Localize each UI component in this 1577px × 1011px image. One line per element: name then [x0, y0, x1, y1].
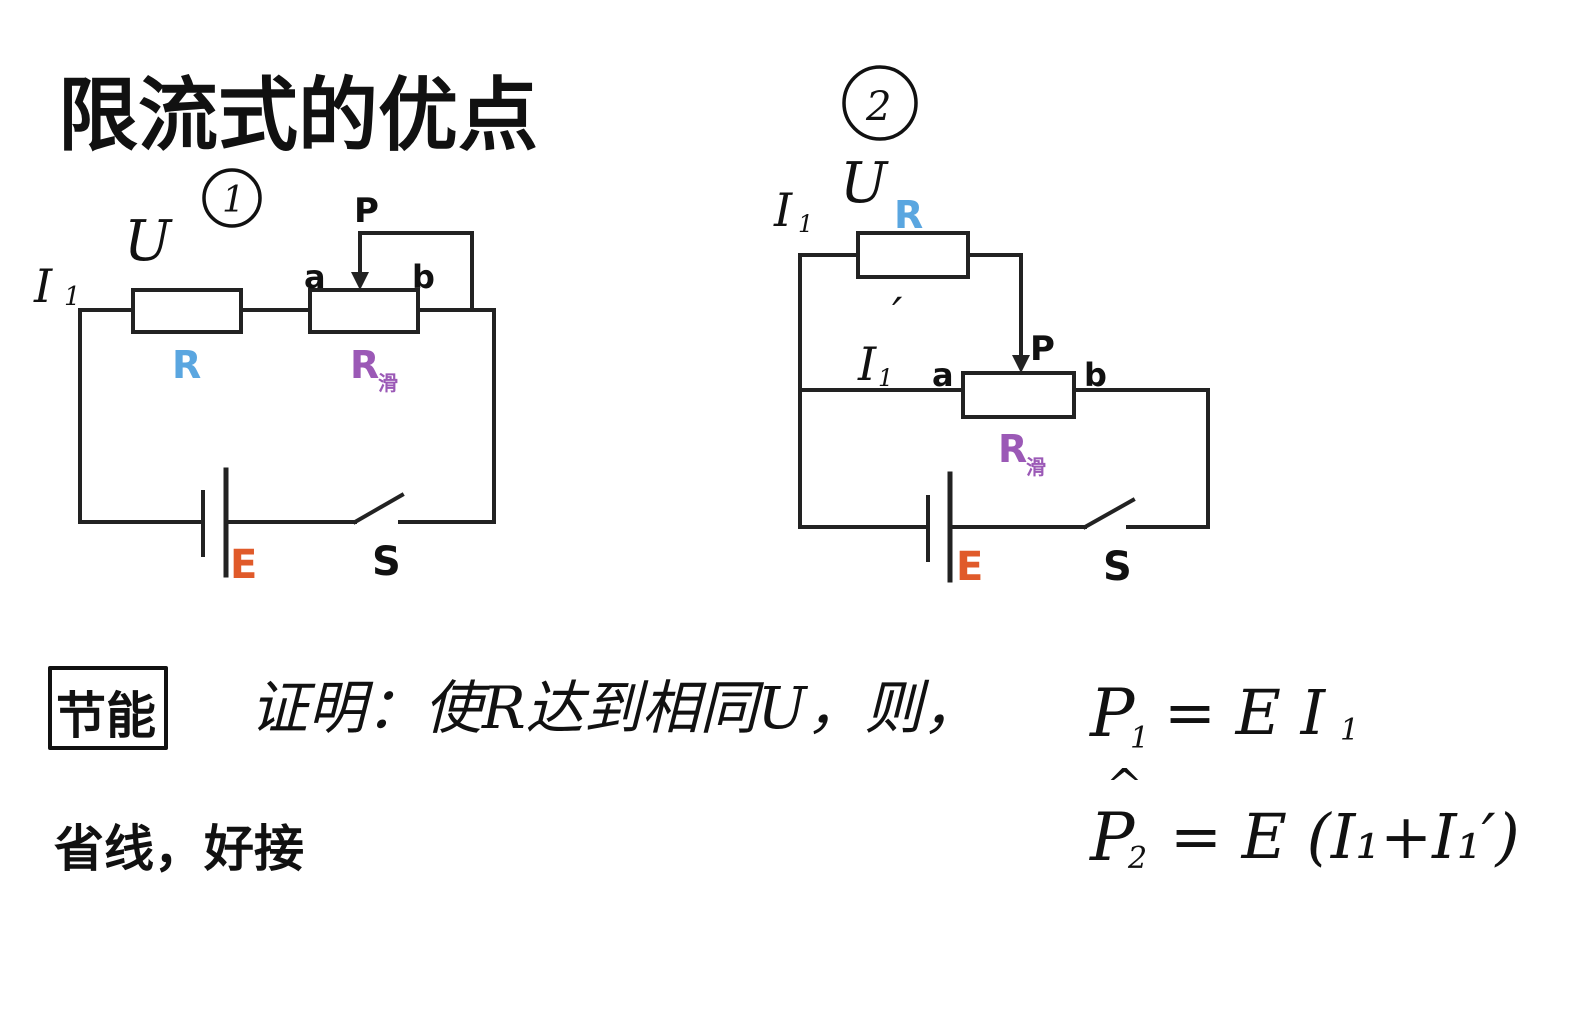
p2-equation-rhs: = E (I₁+I₁′) — [1170, 800, 1520, 873]
circuit-2: R R 滑 E S P a b I 1 U 2 I 1 ′ — [773, 65, 1210, 590]
circuit2-resistor — [856, 231, 970, 279]
p2-hat-mark: ^ — [1106, 760, 1143, 811]
circuit1-emf-label: E — [230, 542, 257, 588]
circuit1-resistor-label: R — [172, 343, 201, 387]
circuit2-marker-circle — [842, 65, 918, 141]
circuit2-switch-label: S — [1103, 544, 1132, 590]
circuit2-end-b: b — [1084, 356, 1107, 394]
p1-symbol: P — [1089, 675, 1136, 752]
circuit1-slider-subscript: 滑 — [378, 371, 398, 395]
circuit2-emf-label: E — [956, 544, 983, 590]
circuit2-current-subscript: 1 — [798, 210, 813, 238]
circuit2-wire-top-branch — [798, 253, 1023, 364]
circuit2-slider-label: R — [998, 427, 1027, 471]
circuit1-wire-top — [78, 308, 496, 524]
circuit1-switch-label: S — [372, 539, 401, 585]
circuit1-tap-arrow — [351, 272, 369, 290]
p1-equation-rhs: = E I — [1164, 676, 1327, 749]
page-title: 限流式的优点 — [58, 69, 538, 162]
circuit2-switch-blade — [1082, 497, 1136, 530]
p2-subscript: 2 — [1127, 841, 1147, 876]
circuit1-slider-label: R — [350, 343, 379, 387]
notes: 节能 证明：使R达到相同U，则， P 1 = E I 1 ^ P 2 = E (… — [48, 666, 1520, 878]
circuit2-end-a: a — [932, 356, 954, 394]
circuit2-voltage-label: U — [840, 151, 889, 216]
circuit1-marker-circle — [202, 168, 262, 228]
circuit1-current-label: I — [33, 259, 53, 313]
circuit1-voltage-label: U — [124, 209, 173, 274]
p2-symbol: P — [1089, 799, 1136, 876]
circuit2-tap-arrow — [1012, 355, 1030, 373]
circuit2-slider-resistor — [961, 371, 1076, 419]
circuit2-tap-label: P — [1030, 329, 1055, 369]
circuit1-slider-resistor — [308, 288, 420, 334]
circuit1-resistor — [131, 288, 243, 334]
energy-saving-badge-box — [48, 666, 168, 750]
p1-subscript: 1 — [1130, 721, 1149, 756]
circuit1-end-a: a — [304, 258, 326, 296]
circuit2-slider-subscript: 滑 — [1026, 455, 1046, 479]
circuit2-branch-current-label: I — [857, 337, 877, 391]
circuit1-tap-label: P — [354, 191, 379, 231]
circuit1-end-b: b — [412, 258, 435, 296]
circuit2-branch-current-subscript: 1 — [878, 364, 893, 392]
circuit2-branch-current-prime: ′ — [892, 287, 903, 341]
circuit2-wire-middle — [798, 388, 1210, 529]
circuit-1: R R 滑 E S P a b I 1 U 1 — [33, 168, 496, 588]
circuit1-switch-blade — [352, 492, 405, 525]
p1-rhs-subscript: 1 — [1340, 713, 1359, 748]
circuit1-marker-number: 1 — [222, 180, 245, 221]
proof-text: 证明：使R达到相同U，则， — [250, 674, 981, 742]
circuit1-wire-left — [78, 308, 205, 524]
second-advantage: 省线，好接 — [54, 820, 304, 878]
circuit1-current-subscript: 1 — [64, 282, 81, 312]
circuit2-wire-outer-left — [798, 253, 930, 529]
circuit2-resistor-label: R — [894, 193, 923, 237]
circuit2-current-label: I — [773, 183, 793, 237]
circuit1-wire-tap — [358, 231, 474, 312]
circuit2-marker-number: 2 — [865, 84, 891, 130]
energy-saving-badge: 节能 — [56, 687, 156, 745]
